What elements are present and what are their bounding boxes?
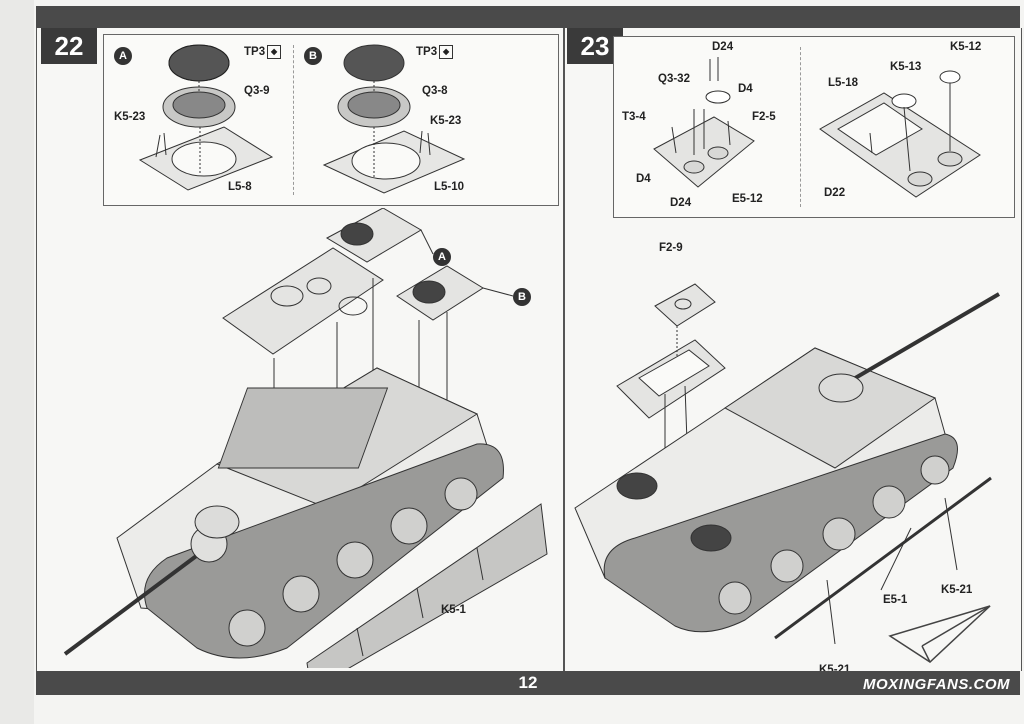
label-l5-8: L5-8 <box>228 181 252 193</box>
callout-a-tag: A <box>433 248 451 266</box>
paint-note-icon: ◆ <box>267 45 282 59</box>
detail-b-tag: B <box>304 47 322 65</box>
label-l5-18: L5-18 <box>828 77 859 89</box>
label-k5-12: K5-12 <box>950 41 982 53</box>
page-number: 12 <box>518 673 538 692</box>
label-e5-12: E5-12 <box>732 193 763 205</box>
label-d24-bottom: D24 <box>670 197 692 209</box>
label-k5-13: K5-13 <box>890 61 922 73</box>
label-q3-32: Q3-32 <box>658 73 690 85</box>
label-d24-top: D24 <box>712 41 734 53</box>
step-23-panel: 23 D24 Q3-32 D4 T3-4 F2-5 D4 D24 E5-12 <box>564 28 1022 676</box>
label-f2-9: F2-9 <box>659 242 683 254</box>
bottom-footer-bar: 12 MOXINGFANS.COM <box>36 671 1020 695</box>
site-watermark: MOXINGFANS.COM <box>862 676 1010 693</box>
label-k5-23-a: K5-23 <box>114 111 146 123</box>
tank-hull-drawing-step-22 <box>63 208 548 668</box>
detail-right-drawing <box>819 70 981 198</box>
detail-divider <box>293 45 294 195</box>
label-e5-1: E5-1 <box>883 594 908 606</box>
tank-hull-drawing-step-23 <box>574 283 1001 645</box>
step-23-detail-box: D24 Q3-32 D4 T3-4 F2-5 D4 D24 E5-12 K5-1… <box>613 36 1015 218</box>
page-binding-edge <box>0 0 34 724</box>
label-tp3-a: TP3◆ <box>244 45 282 59</box>
callout-b-tag: B <box>513 288 531 306</box>
label-q3-9: Q3-9 <box>244 85 270 97</box>
detail-b-drawing <box>322 44 466 194</box>
label-q3-8: Q3-8 <box>422 85 448 97</box>
label-d22: D22 <box>824 187 846 199</box>
paper-plane-logo-icon <box>888 605 991 663</box>
label-f2-5: F2-5 <box>752 111 776 123</box>
label-l5-10: L5-10 <box>434 181 465 193</box>
detail-divider <box>800 47 801 207</box>
label-k5-23-b: K5-23 <box>430 115 462 127</box>
step-22-number: 22 <box>41 28 97 64</box>
label-k5-1: K5-1 <box>441 604 466 616</box>
label-d4-right: D4 <box>738 83 753 95</box>
top-header-bar <box>36 6 1020 28</box>
label-d4-left: D4 <box>636 173 651 185</box>
detail-a-tag: A <box>114 47 132 65</box>
step-22-detail-box: A TP3◆ Q3-9 K5-23 L5-8 B <box>103 34 559 206</box>
label-tp3-b: TP3◆ <box>416 45 454 59</box>
step-22-panel: 22 A TP3◆ Q3-9 K5-23 L5-8 B <box>36 28 564 671</box>
label-k5-21-right: K5-21 <box>941 584 973 596</box>
detail-a-drawing <box>138 44 274 191</box>
paint-note-icon: ◆ <box>439 45 454 59</box>
label-t3-4: T3-4 <box>622 111 646 123</box>
detail-left-drawing <box>653 57 755 188</box>
